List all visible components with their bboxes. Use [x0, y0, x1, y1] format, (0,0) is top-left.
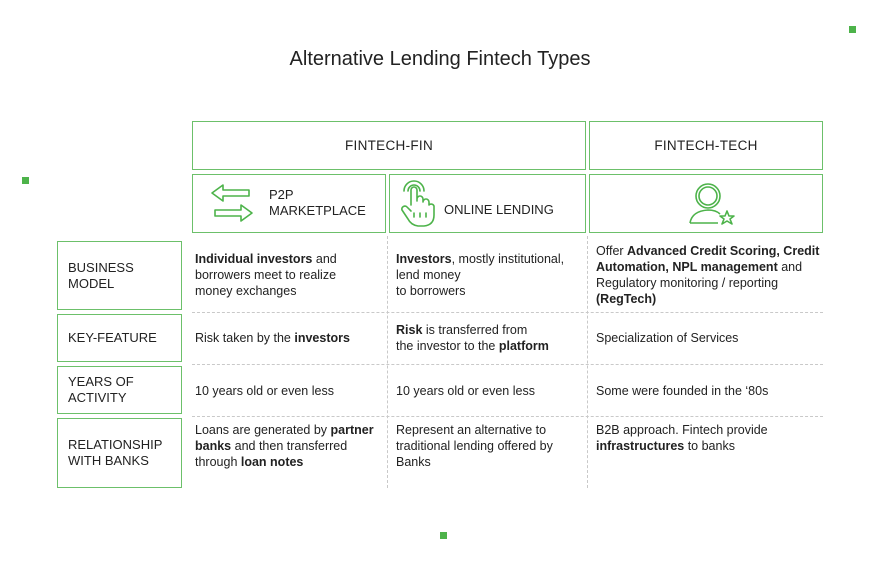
subheader-online-lending: ONLINE LENDING [389, 174, 586, 233]
p2p-label-line2: MARKETPLACE [269, 203, 366, 218]
cell-banks-online: Represent an alternative to traditional … [396, 422, 586, 470]
cell-text: Banks [396, 455, 431, 469]
row-divider [192, 312, 823, 313]
cell-text: and then transferred [231, 439, 348, 453]
row-label-line: ACTIVITY [68, 390, 127, 405]
cell-bold-text: banks [195, 439, 232, 453]
cell-bold-text: infrastructures [596, 439, 685, 453]
cell-text: the investor to the [396, 339, 499, 353]
cell-text: and [312, 252, 337, 266]
cell-text: and [777, 260, 803, 274]
row-divider [192, 364, 823, 365]
cell-bold-text: investors [294, 331, 350, 345]
cell-text: through [195, 455, 241, 469]
cell-bold-text: loan notes [240, 455, 304, 469]
cell-years-tech: Some were founded in the ‘80s [596, 383, 824, 399]
cell-text: Offer [596, 244, 628, 258]
online-lending-label: ONLINE LENDING [444, 202, 554, 217]
row-label-key-feature: KEY-FEATURE [57, 314, 182, 362]
cell-banks-tech: B2B approach. Fintech provide infrastruc… [596, 422, 824, 454]
cell-bold-text: Automation, NPL management [596, 260, 778, 274]
page-title: Alternative Lending Fintech Types [289, 48, 591, 70]
cell-key-feature-p2p: Risk taken by the investors [195, 330, 385, 346]
cell-key-feature-tech: Specialization of Services [596, 330, 824, 346]
p2p-label-line1: P2P [269, 187, 294, 202]
cell-text: Some were founded in the ‘80s [596, 384, 769, 398]
cell-text: Loans are generated by [195, 423, 331, 437]
cell-text: B2B approach. Fintech provide [596, 423, 768, 437]
column-divider [587, 236, 588, 488]
cell-banks-p2p: Loans are generated by partner banks and… [195, 422, 387, 470]
cell-business-model-online: Investors, mostly institutional, lend mo… [396, 251, 586, 299]
column-divider [387, 236, 388, 488]
cell-bold-text: partner [330, 423, 374, 437]
decorative-dot-top-right [849, 26, 856, 33]
cell-text: Regulatory monitoring / reporting [596, 276, 779, 290]
decorative-dot-left [22, 177, 29, 184]
row-label-line: YEARS OF [68, 374, 134, 389]
row-label-line: WITH BANKS [68, 453, 149, 468]
cell-text: is transferred from [422, 323, 528, 337]
cell-bold-text: Advanced Credit Scoring, Credit [627, 244, 820, 258]
subheader-fintech-tech [589, 174, 823, 233]
cell-text: 10 years old or even less [396, 384, 535, 398]
exchange-arrows-icon [209, 183, 255, 225]
cell-business-model-tech: Offer Advanced Credit Scoring, Credit Au… [596, 243, 824, 307]
subheader-p2p-marketplace: P2P MARKETPLACE [192, 174, 386, 233]
row-divider [192, 416, 823, 417]
cell-text: Specialization of Services [596, 331, 739, 345]
cell-business-model-p2p: Individual investors and borrowers meet … [195, 251, 385, 299]
cell-text: borrowers meet to realize [195, 268, 337, 282]
cell-years-p2p: 10 years old or even less [195, 383, 385, 399]
cell-text: to banks [684, 439, 735, 453]
cell-text: Risk taken by the [195, 331, 295, 345]
header-fintech-fin: FINTECH-FIN [192, 121, 586, 170]
header-fintech-tech: FINTECH-TECH [589, 121, 823, 170]
cell-text: lend money [396, 268, 461, 282]
row-label-line: RELATIONSHIP [68, 437, 163, 452]
cell-text: , mostly institutional, [451, 252, 565, 266]
header-fintech-fin-label: FINTECH-FIN [344, 138, 434, 153]
cell-text: money exchanges [195, 284, 297, 298]
cell-text: Represent an alternative to [396, 423, 547, 437]
row-label-line: MODEL [68, 275, 115, 291]
cell-text: 10 years old or even less [195, 384, 334, 398]
cell-bold-text: platform [498, 339, 549, 353]
cell-bold-text: Investors [396, 252, 452, 266]
user-star-icon [686, 181, 736, 227]
tap-hand-icon [398, 179, 436, 229]
cell-bold-text: (RegTech) [596, 292, 657, 306]
decorative-dot-bottom [440, 532, 447, 539]
cell-text: to borrowers [396, 284, 466, 298]
header-fintech-tech-label: FINTECH-TECH [654, 138, 758, 153]
cell-bold-text: Individual investors [195, 252, 313, 266]
cell-years-online: 10 years old or even less [396, 383, 586, 399]
cell-text: traditional lending offered by [396, 439, 553, 453]
cell-key-feature-online: Risk is transferred from the investor to… [396, 322, 586, 354]
cell-bold-text: Risk [396, 323, 423, 337]
row-label-line: BUSINESS [68, 259, 134, 275]
row-label-line: KEY-FEATURE [68, 330, 157, 345]
